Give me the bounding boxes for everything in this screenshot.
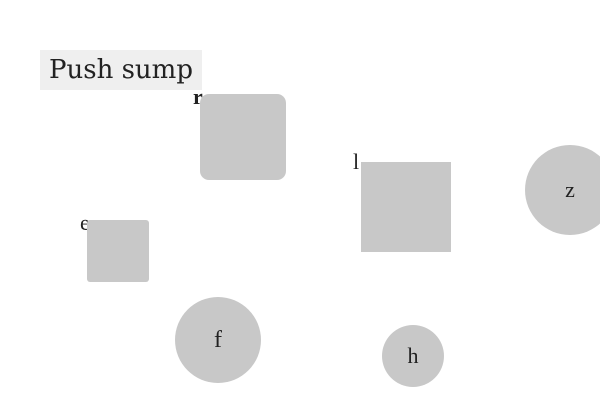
circle-h[interactable]: h <box>382 325 444 387</box>
shape-label-e: e <box>80 210 90 235</box>
circle-label-z: z <box>565 177 575 202</box>
circle-label-f: f <box>214 326 222 353</box>
square-e[interactable] <box>87 220 149 282</box>
shape-label-r: r <box>193 84 203 109</box>
rounded-square-r[interactable] <box>200 94 286 180</box>
push-sump-button[interactable]: Push sump <box>40 50 202 90</box>
circle-label-h: h <box>407 343 419 368</box>
circle-z[interactable]: z <box>525 145 600 235</box>
shape-label-l: l <box>353 149 360 174</box>
square-l[interactable] <box>361 162 451 252</box>
circle-f[interactable]: f <box>175 297 261 383</box>
